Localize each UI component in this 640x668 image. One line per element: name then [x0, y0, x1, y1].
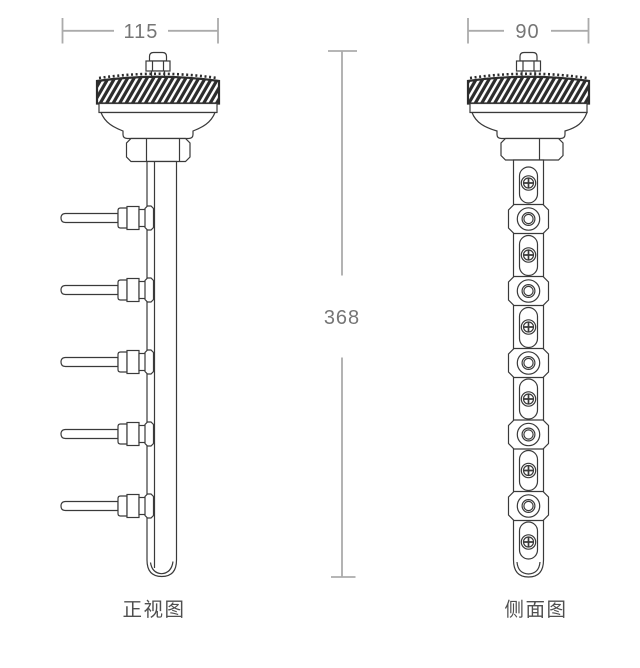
hex-nut-facets: [145, 138, 181, 162]
sensor-boss: [507, 347, 550, 379]
front-hex-nut: [125, 137, 191, 163]
front-top-cable-gland: [145, 51, 171, 80]
side-knurled-cap: [466, 72, 591, 114]
gland-dome: [519, 51, 538, 62]
side-housing-bowl: [471, 111, 588, 140]
cap-lower-band: [98, 102, 218, 114]
screw: [520, 390, 537, 408]
sensor-boss: [507, 275, 550, 307]
side-hex-nut: [500, 137, 564, 161]
screw: [520, 246, 537, 264]
dim-front-width-value: 115: [124, 21, 159, 43]
knurl-band: [95, 75, 221, 105]
tube-inner-bottom-arc: [149, 561, 174, 575]
gland-hex: [515, 60, 542, 72]
sensor-boss: [507, 490, 550, 522]
cap-lower-band: [469, 102, 588, 114]
front-view: [60, 51, 221, 578]
side-top-cable-gland: [515, 51, 542, 80]
sensor-boss: [507, 203, 550, 235]
screw: [520, 462, 537, 479]
gland-hex-facets: [151, 61, 165, 71]
screw: [520, 318, 537, 336]
sensor-boss: [507, 419, 550, 450]
probe: [60, 349, 155, 375]
screw: [520, 533, 537, 551]
front-knurled-cap: [95, 72, 221, 114]
hex-nut-body: [500, 137, 564, 161]
probe: [60, 421, 155, 447]
front-view-label: 正视图: [122, 599, 185, 621]
dim-front-width: 115: [61, 18, 219, 44]
gland-dome: [148, 51, 168, 62]
side-view: [466, 51, 591, 578]
hex-nut-body: [125, 137, 191, 163]
probe: [60, 493, 155, 519]
dim-overall-height: 368: [324, 50, 360, 578]
side-view-label: 侧面图: [504, 599, 567, 621]
gland-hex-facets: [522, 61, 535, 71]
front-tube: [146, 160, 178, 578]
dim-height-value: 368: [324, 307, 360, 329]
tube-inner-bottom-arc: [516, 561, 541, 575]
dim-side-width-value: 90: [515, 21, 539, 43]
knurl-band: [466, 75, 591, 105]
dim-side-width: 90: [467, 18, 590, 44]
probe: [60, 205, 155, 231]
probe: [60, 277, 155, 303]
gland-hex: [145, 60, 171, 72]
front-housing-bowl: [100, 111, 216, 140]
screw: [520, 174, 537, 192]
